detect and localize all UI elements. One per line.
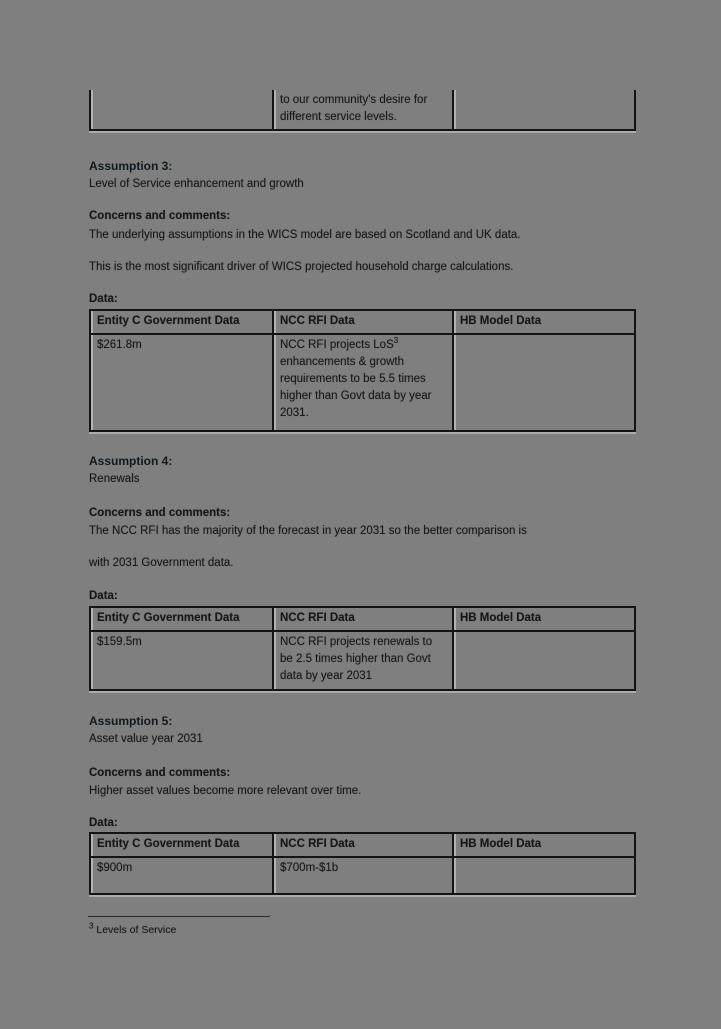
carryover-cell-ncc: to our community's desire for different … [272,90,454,131]
cell-hb-value-3 [452,333,636,432]
table-row: $159.5m NCC RFI projects renewals to be … [89,630,636,691]
data-label-3: Data: [89,293,118,305]
assumption-4-paragraph-1: The NCC RFI has the majority of the fore… [89,525,527,537]
col-header-ncc-rfi: NCC RFI Data [272,832,454,858]
ncc-text-cont: enhancements & growth requirements to be… [280,356,432,419]
col-header-entity-c-gov: Entity C Government Data [89,606,274,632]
table-row: $900m $700m-$1b [89,856,636,895]
assumption-5-heading: Assumption 5: [89,714,173,728]
assumption-5-subtitle: Asset value year 2031 [89,733,203,745]
assumption-4-heading: Assumption 4: [89,454,173,468]
assumption-5-paragraph-1: Higher asset values become more relevant… [89,785,362,797]
assumption-4-subtitle: Renewals [89,473,140,485]
ncc-text: NCC RFI projects LoS [280,339,394,351]
concerns-label-5: Concerns and comments: [89,767,231,779]
col-header-entity-c-gov: Entity C Government Data [89,832,274,858]
table-header-row: Entity C Government Data NCC RFI Data HB… [89,309,636,335]
carryover-cell-gov [89,90,274,131]
col-header-ncc-rfi: NCC RFI Data [272,606,454,632]
col-header-hb-model: HB Model Data [452,606,636,632]
assumption-3-subtitle: Level of Service enhancement and growth [89,178,304,190]
col-header-hb-model: HB Model Data [452,832,636,858]
cell-ncc-value-5: $700m-$1b [272,856,454,895]
carryover-table: to our community's desire for different … [89,90,636,131]
table-header-row: Entity C Government Data NCC RFI Data HB… [89,606,636,632]
cell-ncc-value-3: NCC RFI projects LoS3 enhancements & gro… [272,333,454,432]
data-table-assumption-4: Entity C Government Data NCC RFI Data HB… [89,606,636,691]
footnote-marker: 3 [89,921,94,931]
data-table-assumption-5: Entity C Government Data NCC RFI Data HB… [89,832,636,895]
footnote-text: 3 Levels of Service [89,921,177,936]
cell-hb-value-5 [452,856,636,895]
assumption-3-paragraph-1: The underlying assumptions in the WICS m… [89,229,521,241]
cell-hb-value-4 [452,630,636,691]
concerns-label-3: Concerns and comments: [89,210,231,222]
footnote-divider [88,916,270,917]
table-row: to our community's desire for different … [89,90,636,131]
data-table-assumption-3: Entity C Government Data NCC RFI Data HB… [89,309,636,432]
col-header-entity-c-gov: Entity C Government Data [89,309,274,335]
assumption-3-heading: Assumption 3: [89,159,173,173]
footnote-label: Levels of Service [93,924,177,936]
carryover-cell-hb [452,90,636,131]
table-header-row: Entity C Government Data NCC RFI Data HB… [89,832,636,858]
table-row: $261.8m NCC RFI projects LoS3 enhancemen… [89,333,636,432]
assumption-4-paragraph-2: with 2031 Government data. [89,557,234,569]
col-header-ncc-rfi: NCC RFI Data [272,309,454,335]
footnote-ref: 3 [393,336,399,346]
col-header-hb-model: HB Model Data [452,309,636,335]
concerns-label-4: Concerns and comments: [89,507,231,519]
cell-gov-value-3: $261.8m [89,333,274,432]
data-label-4: Data: [89,590,118,602]
data-label-5: Data: [89,817,118,829]
cell-ncc-value-4: NCC RFI projects renewals to be 2.5 time… [272,630,454,691]
assumption-3-paragraph-2: This is the most significant driver of W… [89,261,514,273]
cell-gov-value-4: $159.5m [89,630,274,691]
cell-gov-value-5: $900m [89,856,274,895]
